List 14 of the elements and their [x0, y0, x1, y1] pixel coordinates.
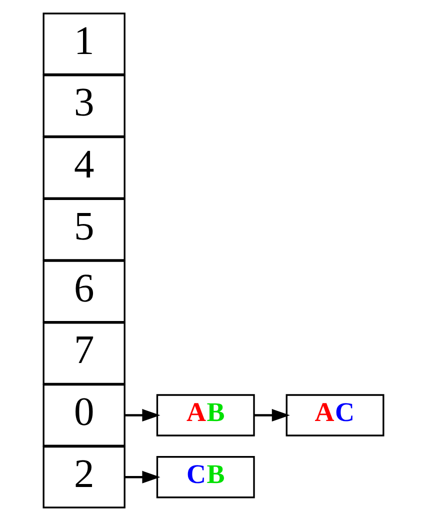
node-box: 2: [42, 445, 126, 508]
node-box: 5: [42, 198, 126, 260]
node-box: 0: [42, 384, 126, 446]
node-box: 3: [42, 74, 126, 136]
arrow: [124, 470, 160, 483]
arrow: [124, 408, 160, 422]
node-box: AB: [156, 394, 255, 436]
node-box: AC: [286, 394, 384, 436]
node-box: 7: [42, 322, 126, 384]
node-box: 1: [42, 12, 126, 75]
node-box: 6: [42, 260, 126, 322]
node-box: 4: [42, 136, 126, 198]
arrow: [254, 408, 290, 422]
node-box: CB: [156, 456, 255, 498]
